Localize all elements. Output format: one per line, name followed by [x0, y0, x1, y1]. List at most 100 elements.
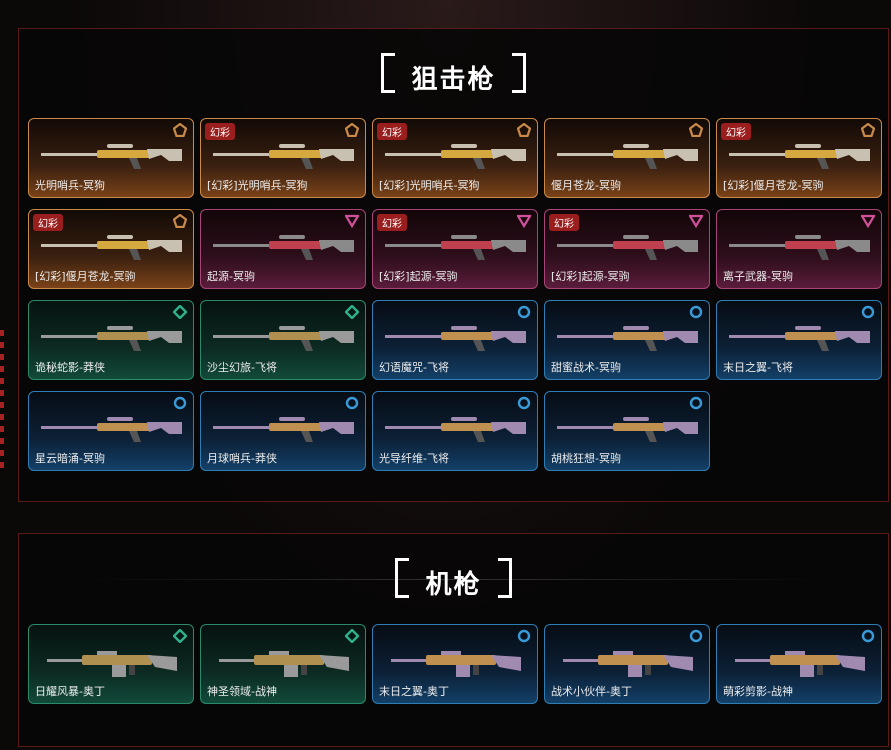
weapon-skin-card[interactable]: 幻语魔咒-飞将 [372, 300, 538, 380]
weapon-skin-card[interactable]: 起源-冥驹 [200, 209, 366, 289]
weapon-image [41, 417, 182, 442]
diamond-rarity-icon [345, 305, 359, 319]
diamond-rarity-icon [345, 629, 359, 643]
weapon-skin-name: 甜蜜战术-冥驹 [551, 361, 621, 374]
weapon-skin-card[interactable]: 甜蜜战术-冥驹 [544, 300, 710, 380]
section-title-text: 机枪 [425, 570, 482, 600]
weapon-skin-name: [幻彩]光明哨兵-冥狗 [207, 179, 308, 192]
section-title-text: 狙击枪 [411, 65, 496, 95]
weapon-skin-name: 月球哨兵-莽侠 [207, 452, 277, 465]
weapon-image [729, 235, 870, 260]
weapon-skin-card[interactable]: 光明哨兵-冥狗 [28, 118, 194, 198]
weapon-skin-card[interactable]: 星云暗涌-冥驹 [28, 391, 194, 471]
weapon-skin-card[interactable]: 诡秘蛇影-莽侠 [28, 300, 194, 380]
weapon-image [557, 326, 698, 351]
pentagon-rarity-icon [689, 123, 703, 137]
weapon-image [729, 326, 870, 351]
weapon-skin-card[interactable]: 末日之翼-飞将 [716, 300, 882, 380]
weapon-image [557, 417, 698, 442]
weapon-skin-card[interactable]: 幻彩 [幻彩]光明哨兵-冥狗 [200, 118, 366, 198]
circle-rarity-icon [861, 305, 875, 319]
weapon-skin-name: 离子武器-冥驹 [723, 270, 793, 283]
weapon-skin-name: [幻彩]起源-冥驹 [551, 270, 630, 283]
circle-rarity-icon [689, 305, 703, 319]
side-decoration [0, 330, 4, 470]
weapon-skin-name: 日耀风暴-奥丁 [35, 685, 105, 698]
weapon-image [729, 144, 870, 169]
weapon-image [385, 417, 526, 442]
weapon-image [385, 326, 526, 351]
circle-rarity-icon [173, 396, 187, 410]
weapon-skin-name: 光导纤维-飞将 [379, 452, 449, 465]
weapon-skin-name: 光明哨兵-冥狗 [35, 179, 105, 192]
triangle-rarity-icon [345, 214, 359, 228]
weapon-skin-card[interactable]: 幻彩 [幻彩]起源-冥驹 [372, 209, 538, 289]
weapon-skin-name: 末日之翼-飞将 [723, 361, 793, 374]
weapon-image [391, 651, 521, 677]
weapon-skin-name: [幻彩]偃月苍龙-冥驹 [723, 179, 824, 192]
weapon-skin-card[interactable]: 萌彩剪影-战神 [716, 624, 882, 704]
weapon-skin-card[interactable]: 幻彩 [幻彩]起源-冥驹 [544, 209, 710, 289]
weapon-skin-card[interactable]: 离子武器-冥驹 [716, 209, 882, 289]
pentagon-rarity-icon [861, 123, 875, 137]
weapon-image [735, 651, 865, 677]
weapon-skin-name: [幻彩]起源-冥驹 [379, 270, 458, 283]
weapon-skin-card[interactable]: 幻彩[幻彩]光明哨兵-冥狗 [372, 118, 538, 198]
weapon-skin-card[interactable]: 偃月苍龙-冥驹 [544, 118, 710, 198]
triangle-rarity-icon [861, 214, 875, 228]
circle-rarity-icon [517, 305, 531, 319]
weapon-skin-name: 胡桃狂想-冥驹 [551, 452, 621, 465]
weapon-skin-name: [幻彩]偃月苍龙-冥驹 [35, 270, 136, 283]
weapon-image [563, 651, 693, 677]
pentagon-rarity-icon [345, 123, 359, 137]
weapon-image [213, 235, 354, 260]
weapon-skin-name: [幻彩]光明哨兵-冥狗 [379, 179, 480, 192]
weapon-skin-card[interactable]: 光导纤维-飞将 [372, 391, 538, 471]
weapon-skin-name: 沙尘幻旅-飞将 [207, 361, 277, 374]
weapon-skin-card[interactable]: 沙尘幻旅-飞将 [200, 300, 366, 380]
weapon-image [557, 235, 698, 260]
section-title: 机枪 [19, 558, 888, 601]
divider [79, 579, 828, 580]
weapon-skin-card[interactable]: 末日之翼-奥丁 [372, 624, 538, 704]
weapon-image [557, 144, 698, 169]
weapon-image [213, 144, 354, 169]
circle-rarity-icon [689, 629, 703, 643]
weapon-image [47, 651, 177, 677]
weapon-skin-card[interactable]: 神圣领域-战神 [200, 624, 366, 704]
circle-rarity-icon [345, 396, 359, 410]
weapon-skin-name: 萌彩剪影-战神 [723, 685, 793, 698]
weapon-image [41, 326, 182, 351]
diamond-rarity-icon [173, 629, 187, 643]
weapon-image [41, 144, 182, 169]
weapon-skin-name: 诡秘蛇影-莽侠 [35, 361, 105, 374]
diamond-rarity-icon [173, 305, 187, 319]
weapon-skin-card[interactable]: 日耀风暴-奥丁 [28, 624, 194, 704]
weapon-skin-card[interactable]: 幻彩 [幻彩]偃月苍龙-冥驹 [28, 209, 194, 289]
circle-rarity-icon [517, 396, 531, 410]
section-title: 狙击枪 [19, 53, 888, 96]
circle-rarity-icon [689, 396, 703, 410]
weapon-image [41, 235, 182, 260]
triangle-rarity-icon [689, 214, 703, 228]
weapon-image [219, 651, 349, 677]
prismatic-tag: 幻彩 [33, 214, 63, 231]
pentagon-rarity-icon [517, 123, 531, 137]
weapon-skin-name: 偃月苍龙-冥驹 [551, 179, 621, 192]
weapon-skin-card[interactable]: 胡桃狂想-冥驹 [544, 391, 710, 471]
weapon-skin-card[interactable]: 月球哨兵-莽侠 [200, 391, 366, 471]
weapon-skin-card[interactable]: 战术小伙伴-奥丁 [544, 624, 710, 704]
circle-rarity-icon [517, 629, 531, 643]
weapon-image [385, 235, 526, 260]
weapon-skin-card[interactable]: 幻彩[幻彩]偃月苍龙-冥驹 [716, 118, 882, 198]
pentagon-rarity-icon [173, 123, 187, 137]
machine-gun-section: 机枪 日耀风暴-奥丁 神圣领域-战神末日之翼-奥丁战术小伙伴-奥丁萌彩剪影-战神 [18, 533, 889, 747]
prismatic-tag: 幻彩 [205, 123, 235, 140]
weapon-image [385, 144, 526, 169]
weapon-image [213, 417, 354, 442]
weapon-image [213, 326, 354, 351]
prismatic-tag: 幻彩 [377, 214, 407, 231]
triangle-rarity-icon [517, 214, 531, 228]
circle-rarity-icon [861, 629, 875, 643]
prismatic-tag: 幻彩 [549, 214, 579, 231]
